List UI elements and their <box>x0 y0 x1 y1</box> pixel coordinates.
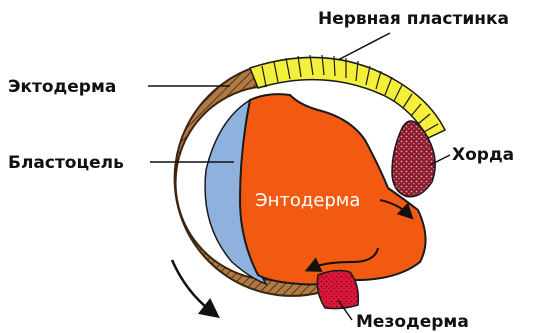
label-endoderm: Энтодерма <box>255 190 360 211</box>
label-notochord: Хорда <box>452 145 514 165</box>
mesoderm <box>317 271 358 309</box>
label-mesoderm: Мезодерма <box>356 312 469 332</box>
label-ectoderm: Эктодерма <box>8 77 116 97</box>
leader-neural-plate <box>338 33 390 60</box>
outer-arrow-epiboly <box>172 260 212 312</box>
label-blastocoel: Бластоцель <box>8 153 124 173</box>
label-neural-plate: Нервная пластинка <box>318 9 509 29</box>
